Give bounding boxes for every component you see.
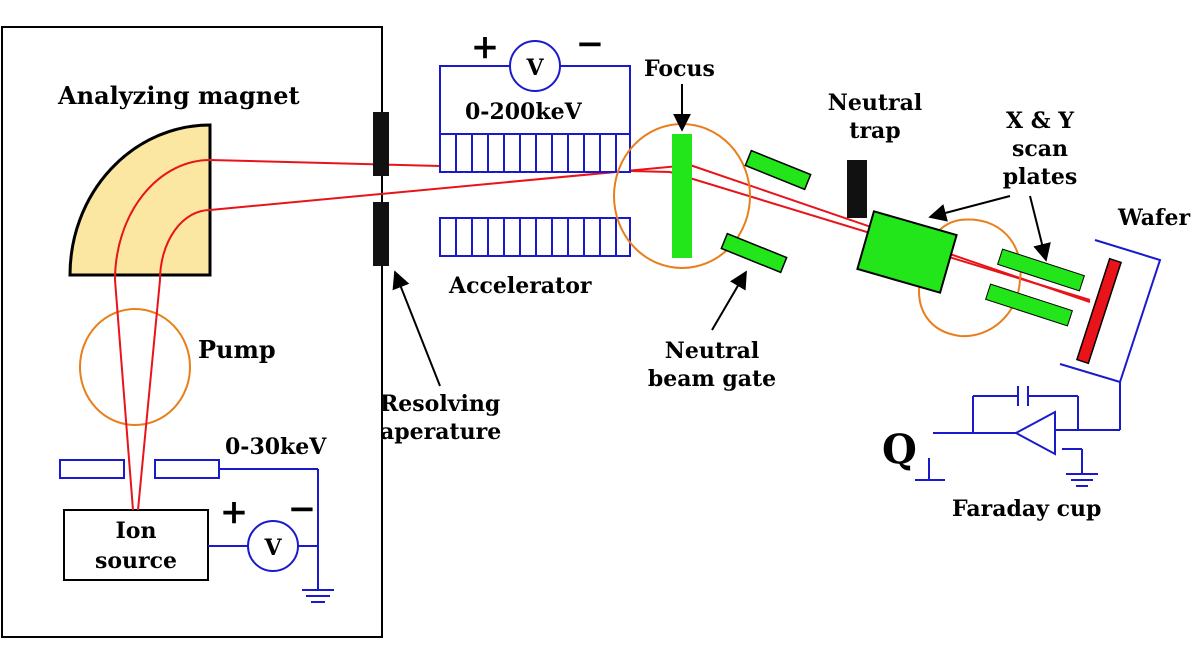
accel-voltage-label: 0-200keV — [465, 99, 583, 125]
faraday-cup-label: Faraday cup — [952, 496, 1101, 522]
source-enclosure — [1, 26, 383, 638]
source-voltage-circuit — [208, 468, 334, 603]
neutral-gate-plate-top — [744, 149, 812, 191]
source-voltmeter-v: V — [263, 535, 282, 561]
source-voltmeter — [247, 520, 299, 572]
scan-label-3: plates — [1003, 164, 1078, 190]
scan-arrow-1 — [928, 195, 1011, 222]
accel-plus-sign: + — [471, 27, 500, 67]
source-minus-sign: − — [288, 489, 317, 529]
accelerator-label: Accelerator — [448, 273, 592, 299]
scan-plate-bottom — [985, 283, 1073, 327]
extraction-electrode-right — [154, 459, 220, 479]
accelerator-top — [439, 133, 631, 173]
neutral-trap-label-2: trap — [849, 118, 900, 144]
scan-label-1: X & Y — [1006, 108, 1074, 134]
accel-voltmeter — [509, 40, 561, 92]
scan-label-2: scan — [1012, 136, 1068, 162]
resolving-label-1: Resolving — [380, 391, 500, 417]
focus-lens — [672, 134, 692, 258]
ion-source-label-1: Ion — [116, 518, 157, 544]
accel-voltage-circuit — [439, 65, 631, 134]
scan-arrow-2 — [1029, 195, 1051, 262]
neutral-gate-plate-bottom — [720, 232, 788, 274]
charge-q-label: Q — [882, 426, 917, 473]
resolving-aperture-bottom — [373, 202, 389, 266]
faraday-amplifier-circuit — [915, 382, 1121, 487]
neutral-gate-label-1: Neutral — [665, 338, 759, 364]
accel-voltmeter-v: V — [525, 55, 544, 81]
faraday-cup-outline — [1059, 239, 1162, 384]
wafer — [1075, 257, 1123, 365]
accelerator-bottom — [439, 217, 631, 257]
neutral-trap-label-1: Neutral — [828, 90, 922, 116]
trap-deflector — [856, 210, 958, 294]
scan-plate-top — [997, 248, 1085, 292]
ion-source — [63, 509, 209, 581]
focus-label: Focus — [644, 56, 715, 82]
extraction-electrode-left — [59, 459, 125, 479]
neutral-gate-arrow — [711, 270, 747, 331]
resolving-aperture-top — [373, 112, 389, 176]
wafer-label: Wafer — [1117, 205, 1191, 231]
resolving-label-2: aperature — [380, 419, 501, 445]
accel-minus-sign: − — [576, 24, 605, 64]
pump-chamber — [79, 308, 191, 426]
pump-label: Pump — [198, 335, 276, 364]
ion-source-label-2: source — [95, 548, 177, 574]
analyzing-magnet-label: Analyzing magnet — [57, 81, 300, 110]
source-plus-sign: + — [220, 492, 249, 532]
resolving-arrow — [392, 270, 441, 387]
source-voltage-label: 0-30keV — [225, 434, 327, 460]
neutral-trap — [847, 160, 867, 218]
neutral-gate-label-2: beam gate — [648, 366, 776, 392]
